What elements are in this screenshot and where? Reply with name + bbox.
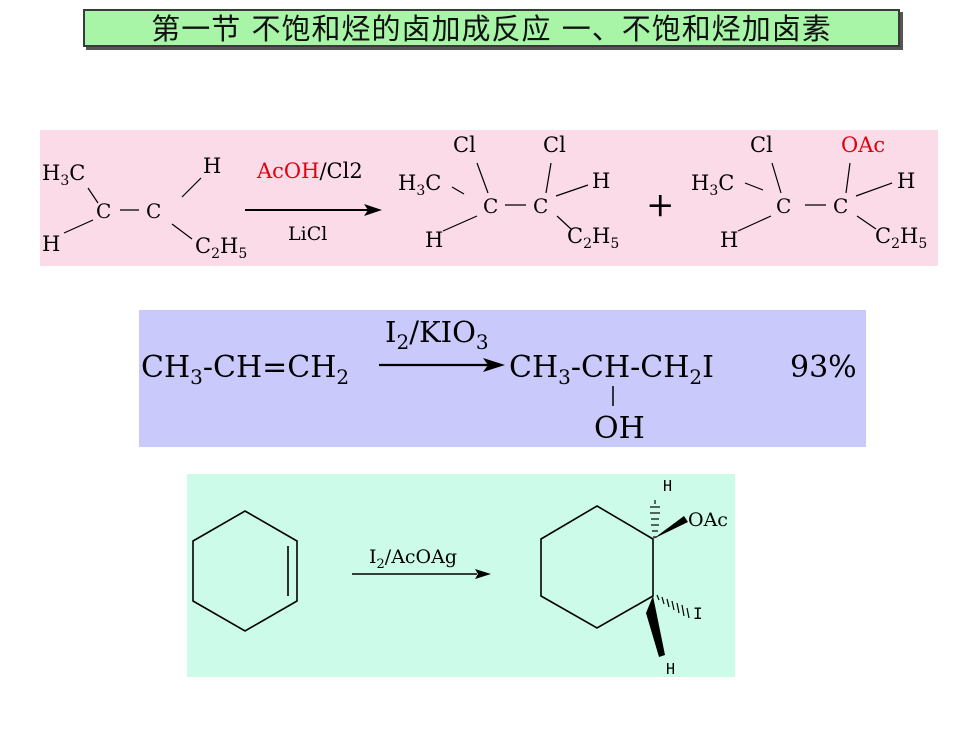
cl: Cl: [750, 133, 773, 157]
ethyl-group: C2H5: [567, 224, 619, 252]
h-bottom: H: [666, 660, 675, 678]
reagent-label: I2/KIO3: [385, 315, 489, 354]
catalyst-label: LiCl: [288, 223, 327, 245]
carbon-2: C: [533, 194, 548, 218]
reaction-3-panel: I2/AcOAg H OAc I: [187, 474, 735, 678]
reagent-label: AcOH/Cl2: [256, 159, 363, 183]
h-top: H: [663, 477, 672, 495]
h-right: H: [897, 169, 915, 193]
reaction-2-panel: CH3-CH=CH2 I2/KIO3 CH3-CH-CH2I OH 93%: [139, 310, 866, 447]
reaction-1-arrow: AcOH/Cl2 LiCl: [245, 159, 382, 245]
product-chloro-acetate: Cl OAc H3C C C H H C2H5: [691, 133, 927, 252]
halohydrin-formula: CH3-CH-CH2I: [509, 350, 714, 389]
reaction-1-diagram: H3C C C H H C2H5 AcOH/Cl2 LiCl Cl Cl H3C: [42, 133, 927, 262]
hashed-bond-iodine: [656, 594, 690, 619]
propene-formula: CH3-CH=CH2: [141, 350, 349, 389]
product-ring: [540, 505, 654, 629]
wedge-bond-h-bottom: [646, 596, 665, 657]
iodine-substituent: I: [693, 604, 703, 623]
h3c-label: H3C: [398, 171, 441, 199]
carbon-1: C: [96, 199, 111, 223]
h-left: H: [425, 228, 443, 252]
ethyl-group: C2H5: [195, 234, 247, 262]
hydroxyl-group: OH: [594, 411, 645, 446]
h-right: H: [592, 169, 610, 193]
carbon-2: C: [833, 194, 848, 218]
h3c-label: H3C: [42, 161, 85, 189]
page-title: 第一节 不饱和烃的卤加成反应 一、不饱和烃加卤素: [151, 12, 832, 46]
reaction-2-arrow: [379, 358, 505, 372]
product-dichloride: Cl Cl H3C C C H H C2H5: [398, 133, 619, 252]
h-left: H: [42, 232, 60, 256]
oac-group: OAc: [688, 509, 728, 531]
oac-group: OAc: [841, 133, 885, 157]
reaction-3-arrow: I2/AcOAg: [352, 546, 491, 579]
h-left: H: [720, 228, 738, 252]
h-top: H: [203, 154, 221, 178]
h3c-label: H3C: [691, 171, 734, 199]
hashed-bond-h-top: [650, 500, 660, 538]
carbon-1: C: [483, 194, 498, 218]
title-banner: 第一节 不饱和烃的卤加成反应 一、不饱和烃加卤素: [83, 9, 900, 47]
carbon-2: C: [146, 199, 161, 223]
cyclohexene-ring: [192, 510, 298, 632]
cl-2: Cl: [543, 133, 566, 157]
reactant-alkene: H3C C C H H C2H5: [42, 154, 247, 262]
carbon-1: C: [776, 194, 791, 218]
reagent-label: I2/AcOAg: [369, 546, 457, 572]
cl-1: Cl: [453, 133, 476, 157]
plus-sign: +: [646, 185, 675, 225]
reaction-2-diagram: CH3-CH=CH2 I2/KIO3 CH3-CH-CH2I OH 93%: [141, 315, 857, 446]
yield-label: 93%: [790, 350, 857, 385]
ethyl-group: C2H5: [875, 224, 927, 252]
reaction-1-panel: H3C C C H H C2H5 AcOH/Cl2 LiCl Cl Cl H3C: [40, 130, 938, 266]
reaction-3-diagram: I2/AcOAg H OAc I: [192, 477, 728, 678]
wedge-bond-oac: [653, 516, 688, 539]
